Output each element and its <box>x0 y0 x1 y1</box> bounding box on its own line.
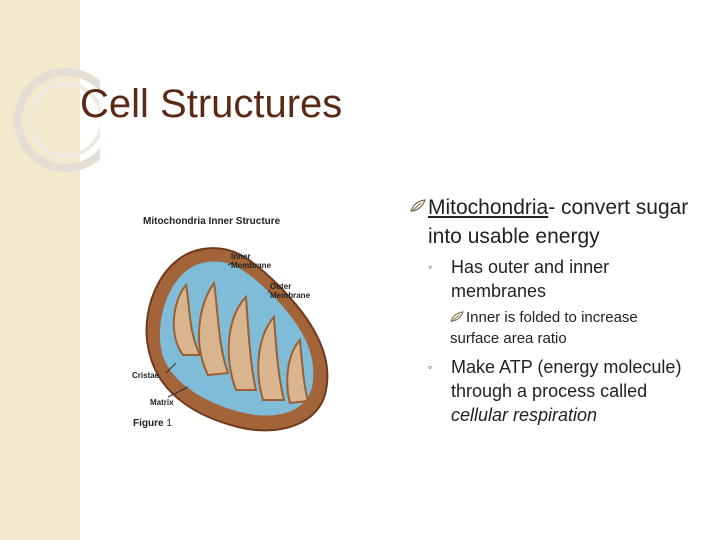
sub-bullet-membranes: ◦ Has outer and inner membranes <box>428 257 610 301</box>
slide-title: Cell Structures <box>80 82 343 126</box>
sub-bullet-atp: ◦ Make ATP (energy molecule) through a p… <box>428 357 682 425</box>
detail-inner-folded: Inner is folded to increase surface area… <box>450 309 638 347</box>
side-band <box>0 0 80 540</box>
term-cellular-respiration: cellular respiration <box>451 405 598 425</box>
ring-bullet-icon: ◦ <box>428 360 433 374</box>
bullet-main-rest: - convert sugar into usable energy <box>428 196 689 248</box>
term-mitochondria: Mitochondria <box>428 196 549 219</box>
label-inner-membrane: Inner Membrane <box>231 252 272 270</box>
figure-title: Mitochondria Inner Structure <box>143 216 281 227</box>
ring-bullet-icon: ◦ <box>428 260 433 274</box>
label-outer-membrane: Outer Membrane <box>270 282 311 300</box>
decorative-rings <box>14 68 100 172</box>
figure-caption: Figure 1 <box>133 418 172 429</box>
bullet-mitochondria: Mitochondria- convert sugar into usable … <box>410 193 710 251</box>
mitochondria-figure: Mitochondria Inner Structure Inner Membr… <box>128 205 343 445</box>
label-matrix: Matrix <box>150 398 174 407</box>
leaf-bullet-icon <box>450 311 464 322</box>
label-cristae: Cristae <box>132 371 160 380</box>
leaf-bullet-icon <box>410 199 426 212</box>
mitochondria-illustration <box>145 247 329 432</box>
